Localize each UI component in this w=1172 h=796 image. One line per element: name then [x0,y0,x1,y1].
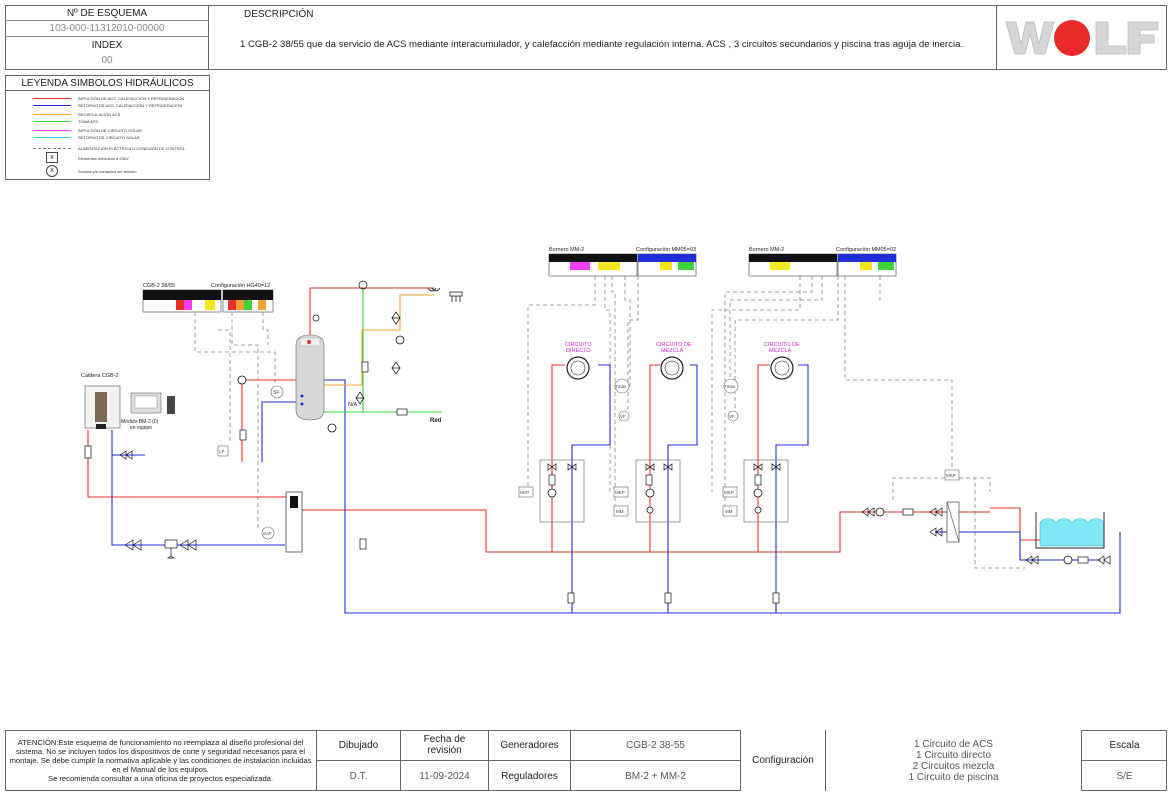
generadores-value: CGB-2 38-55 [571,730,741,760]
red-label: Red [430,418,442,424]
pool [1035,512,1105,549]
bm2-module-panel [130,392,175,414]
configuracion-label: Configuración [741,730,826,791]
sensor-mkp-2: MKP [724,490,734,495]
sensor-lp: LP [219,449,225,454]
legend-symbol-x-icon: x [46,152,58,163]
footer-warning-2: Se recomienda consultar a una oficina de… [48,774,273,783]
radiator-circuit-2 [660,356,684,380]
dibujado-label: Dibujado [317,730,401,760]
mm05-b-label: Configuración MM05=02 [836,247,896,253]
reguladores-value: BM-2 + MM-2 [571,761,741,791]
legend-title: LEYENDA SIMBOLOS HIDRÁULICOS [21,78,194,89]
boiler-label: Caldera CGB-2 [81,373,119,379]
legend-line-electric [33,148,71,149]
bm2-module-label-2: en equipo [130,425,152,431]
footer-warning: ATENCIÓN:Este esquema de funcionamiento … [9,738,312,774]
description-label: DESCRIPCIÓN [244,9,314,20]
config-line: 1 Circuito de ACS [914,738,993,750]
pipes-return [111,364,1121,614]
legend-symbol-circle-icon: x [46,165,58,177]
wolf-logo-red-dot [1054,20,1090,56]
bm2-module-label-1: Módulo BM-2 (0) [121,419,159,425]
sensor-mkp-3: MKP [946,473,956,478]
bm2-b-label: Bornero MM-2 [749,247,784,253]
check-valve-boxes [84,361,1089,604]
sensor-saf: SAF [263,531,272,536]
terminal-block-mm2-a [548,253,697,277]
circ1-label-2: DIRECTO [566,348,591,354]
sensor-circles [261,378,739,540]
mm05-a-label: Configuración MM05=03 [636,247,696,253]
escala-label: Escala [1109,739,1140,751]
index-value: 00 [101,55,113,66]
circ3-label-1: CIRCUITO DE [764,342,800,348]
cgb-terminal-label: CGB-2 38/55 [143,283,175,289]
terminal-block-mm2-b [748,253,897,277]
legend-line-recirc [33,114,71,115]
plate-heat-exchanger [946,501,960,543]
control-wiring [194,276,1025,569]
sensor-tmax-2: Tmax [724,384,736,389]
pipes-supply [87,287,1040,553]
circ3-label-2: MEZCLA [769,348,792,354]
boiler-cgb2 [84,385,121,429]
wolf-logo [1005,20,1159,56]
sensor-mm-1: MM [616,509,624,514]
legend-line-supply [33,98,71,99]
radiator-circuit-1 [566,356,590,380]
circ1-label-1: CIRCUITO [565,342,592,348]
sensor-vf-1: VF [620,414,626,419]
pipes-recirc [323,294,434,386]
scheme-number-value: 103-000-11312010-00000 [49,23,165,34]
circ2-label-1: CIRCUITO DE [656,342,692,348]
legend-line-solar-return [33,137,71,138]
pump-group-boxes [539,459,789,523]
generadores-label: Generadores [489,730,571,760]
legend-line-solar-supply [33,130,71,131]
expansion-vessel-icon [312,280,368,322]
footer-warning-cell: ATENCIÓN:Este esquema de funcionamiento … [5,730,317,791]
wolf-logo-letters [1005,21,1159,55]
legend-line-return [33,105,71,106]
dirt-separator [164,539,178,559]
scheme-number-label: Nº DE ESQUEMA [66,8,148,19]
config-lines-cell: 1 Circuito de ACS 1 Circuito directo 2 C… [826,730,1082,791]
config-line: 2 Circuitos mezcla [912,760,995,772]
hg-config-label: Configuración HG40=12 [211,283,270,289]
shower-icon [427,287,463,302]
escala-value: S/E [1116,770,1133,782]
sensor-tmax-1: Tmax [615,384,627,389]
valve-icons [119,311,1111,565]
terminal-block-cgb [142,289,274,313]
sensor-hkp: HKP [520,490,529,495]
radiator-circuit-3 [770,356,794,380]
na-label: N/A [348,402,358,408]
dhw-tank [295,334,325,421]
legend-line-afs [33,121,71,122]
hydraulic-separator [285,491,303,553]
sensor-sf: SF [273,390,279,396]
scheme-number-cell [5,5,209,70]
circ2-label-2: MEZCLA [661,348,684,354]
bm2-a-label: Bornero MM-2 [549,247,584,253]
sensor-vf-2: VF [729,414,735,419]
sensor-mm-2: MM [725,509,733,514]
sensor-mkp-1: MKP [615,490,625,495]
pump-icons [237,335,1073,565]
legend-box [5,75,210,180]
fecha-value: 11-09-2024 [401,761,489,791]
fecha-label: Fecha de revisión [401,730,489,760]
reguladores-label: Reguladores [489,761,571,791]
config-line: 1 Circuito de piscina [908,771,999,783]
control-boxes [217,445,960,517]
description-text: 1 CGB-2 38/55 que da servicio de ACS med… [240,39,964,50]
config-line: 1 Circuito directo [915,749,992,761]
index-label: INDEX [91,40,123,51]
dibujado-value: D.T. [317,761,401,791]
pipes-cold-water [323,288,442,413]
